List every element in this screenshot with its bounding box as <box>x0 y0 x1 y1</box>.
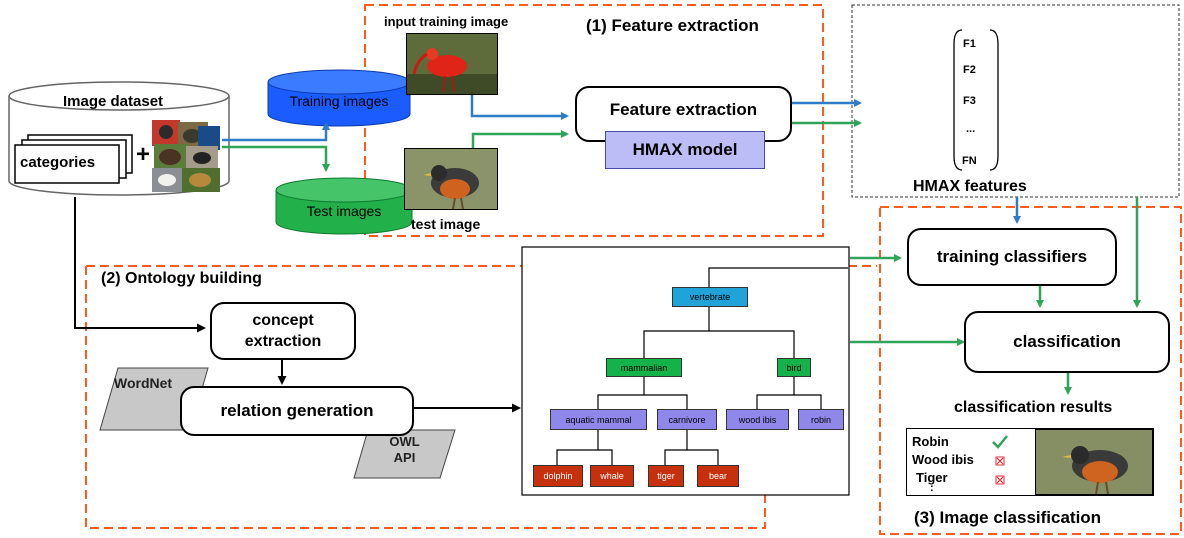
dataset-thumbnails <box>152 120 222 192</box>
classification-section-frame <box>879 206 1182 535</box>
wordnet-label: WordNet <box>114 375 173 391</box>
feature-ellipsis: ... <box>966 123 976 135</box>
training-db-shape <box>267 69 411 127</box>
test-image-label: test image <box>411 216 481 232</box>
robin-photo <box>404 148 498 210</box>
tree-node-carnivore: carnivore <box>657 409 717 430</box>
tree-node-wood-ibis: wood ibis <box>726 409 789 430</box>
classification-results-title: classification results <box>954 399 1113 416</box>
classification-results-panel <box>906 428 1154 496</box>
hmax-model-box: HMAX model <box>605 131 765 169</box>
concept-extraction-box: concept extraction <box>210 302 356 360</box>
owl-shape <box>353 429 456 479</box>
feature-f2: F2 <box>963 64 976 76</box>
test-images-label: Test images <box>306 203 382 219</box>
test-db-shape <box>275 177 413 235</box>
result-robin: Robin <box>912 434 949 449</box>
tree-node-vertebrate: vertebrate <box>672 287 748 307</box>
ibis-photo <box>406 33 498 95</box>
training-classifiers-box: training classifiers <box>907 228 1117 286</box>
cross-icon <box>995 456 1005 466</box>
tree-node-mammalian: mammalian <box>606 358 682 377</box>
tree-node-dolphin: dolphin <box>533 465 583 487</box>
feature-fn: FN <box>962 155 977 167</box>
cross-icon <box>995 475 1005 485</box>
plus-sign: + <box>136 141 151 168</box>
owl-api-label: OWL API <box>389 434 420 465</box>
features-frame <box>851 4 1180 198</box>
hmax-features-caption: HMAX features <box>913 178 1027 195</box>
categories-label: categories <box>20 154 96 171</box>
training-images-label: Training images <box>289 93 389 109</box>
classification-section-title: (3) Image classification <box>914 508 1102 527</box>
relation-generation-box: relation generation <box>180 386 414 436</box>
tree-node-aquatic-mammal: aquatic mammal <box>550 409 647 430</box>
tree-node-bear: bear <box>697 465 739 487</box>
tree-node-whale: whale <box>590 465 634 487</box>
feature-f1: F1 <box>963 38 976 50</box>
tree-node-bird: bird <box>777 358 811 377</box>
dataset-title: Image dataset <box>63 93 164 110</box>
result-robin-photo <box>1035 429 1153 495</box>
tree-node-robin: robin <box>798 409 844 430</box>
input-training-image-label: input training image <box>384 14 509 29</box>
result-more: : <box>930 482 934 494</box>
tree-node-tiger: tiger <box>648 465 684 487</box>
feature-section-frame <box>364 4 824 237</box>
result-tiger: Tiger <box>916 470 948 485</box>
classification-box: classification <box>964 311 1170 373</box>
feature-section-title: (1) Feature extraction <box>586 16 759 35</box>
feature-f3: F3 <box>963 95 976 107</box>
result-wood-ibis: Wood ibis <box>912 452 974 467</box>
ontology-section-title: (2) Ontology building <box>101 270 262 287</box>
check-icon <box>992 435 1008 449</box>
